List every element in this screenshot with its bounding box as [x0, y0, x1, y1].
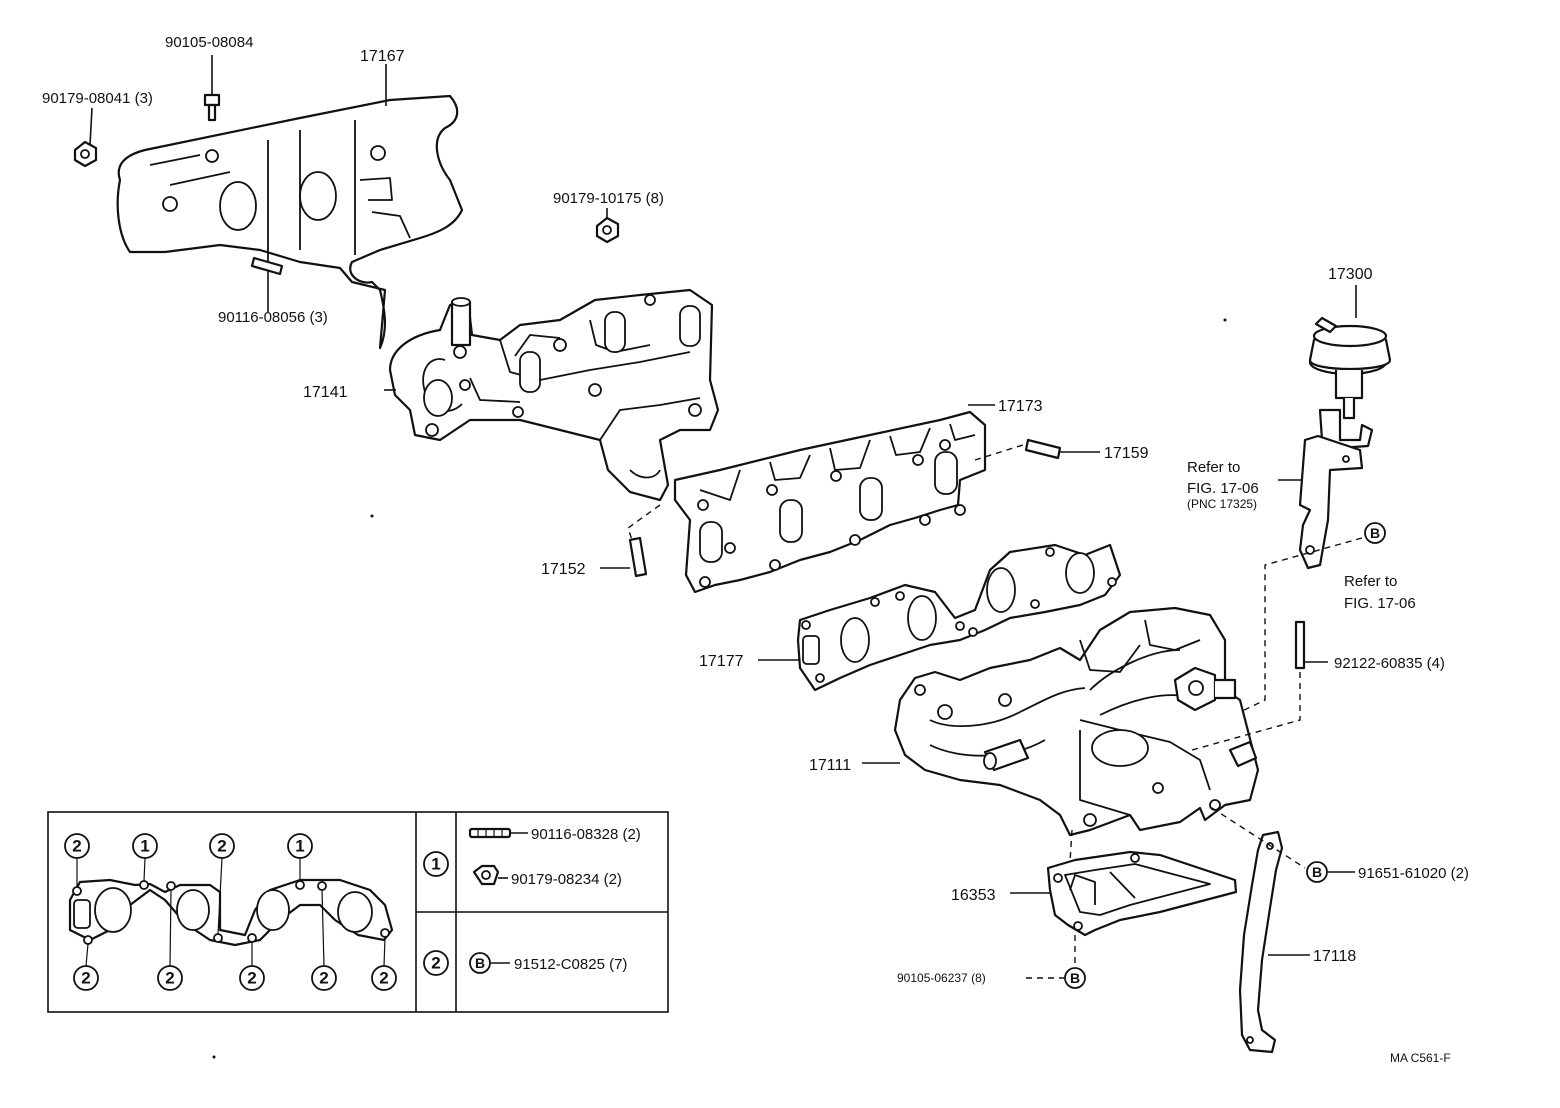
heat-insulator-17167	[116, 94, 464, 350]
stud-17152	[600, 504, 661, 578]
inset-gasket-diagram	[68, 857, 394, 967]
legend-key-1: 1	[423, 851, 449, 877]
bracket-17118	[1238, 830, 1310, 1054]
inset-legend-box	[47, 811, 669, 1013]
refer-a-line1: Refer to	[1187, 459, 1240, 476]
inset-marker-2-a: 2	[64, 833, 90, 859]
stud-90116-08056	[250, 256, 284, 312]
bolt-90105-08084	[203, 55, 221, 122]
label-90179-10175: 90179-10175 (8)	[553, 190, 664, 207]
legend-90179-08234: 90179-08234 (2)	[511, 871, 622, 888]
stray-dot	[370, 514, 374, 518]
label-90105-06237: 90105-06237 (8)	[897, 971, 986, 985]
svg-text:2: 2	[379, 969, 388, 988]
gasket-17177	[796, 543, 1122, 692]
label-17177: 17177	[699, 653, 744, 670]
stray-dot	[1223, 318, 1227, 322]
svg-text:2: 2	[431, 954, 440, 973]
label-17167: 17167	[360, 48, 405, 65]
svg-text:2: 2	[217, 837, 226, 856]
inset-marker-2-c: 2	[73, 965, 99, 991]
svg-text:2: 2	[247, 969, 256, 988]
label-17118: 17118	[1313, 948, 1356, 965]
actuator-17300	[1308, 285, 1392, 450]
label-17300: 17300	[1328, 266, 1373, 283]
nut-90179-10175	[595, 208, 620, 244]
inset-marker-2-e: 2	[239, 965, 265, 991]
intake-manifold-17111	[893, 606, 1260, 837]
inset-marker-2-g: 2	[371, 965, 397, 991]
svg-text:2: 2	[165, 969, 174, 988]
svg-text:B: B	[1312, 864, 1322, 880]
legend-stud-icon	[468, 827, 528, 839]
legend-91512-C0825: 91512-C0825 (7)	[514, 956, 627, 973]
dash-b-refer	[1239, 537, 1363, 713]
label-92122-60835: 92122-60835 (4)	[1334, 655, 1445, 672]
inset-marker-1-b: 1	[287, 833, 313, 859]
gasket-17173	[673, 410, 987, 594]
marker-b-refer: B	[1364, 522, 1386, 544]
label-90179-08041: 90179-08041 (3)	[42, 90, 153, 107]
stray-dot	[212, 1055, 216, 1059]
label-17111: 17111	[809, 757, 851, 774]
label-17173: 17173	[998, 398, 1043, 415]
drawing-code: MA C561-F	[1390, 1051, 1451, 1065]
inset-marker-2-b: 2	[209, 833, 235, 859]
label-17152: 17152	[541, 561, 586, 578]
marker-b-90105: B	[1026, 967, 1086, 989]
dash-91651	[1211, 807, 1306, 869]
svg-text:B: B	[1370, 525, 1380, 541]
label-17159: 17159	[1104, 445, 1149, 462]
svg-text:2: 2	[81, 969, 90, 988]
svg-text:1: 1	[140, 837, 149, 856]
refer-a-line2: FIG. 17-06	[1187, 480, 1259, 497]
label-17141: 17141	[303, 384, 348, 401]
stud-17159	[974, 438, 1100, 461]
svg-text:2: 2	[72, 837, 81, 856]
svg-text:1: 1	[431, 855, 440, 874]
svg-text:2: 2	[319, 969, 328, 988]
legend-90116-08328: 90116-08328 (2)	[531, 826, 641, 843]
legend-nut-icon	[472, 864, 508, 886]
label-90116-08056: 90116-08056 (3)	[218, 309, 328, 326]
label-91651-61020: 91651-61020 (2)	[1358, 865, 1469, 882]
svg-text:B: B	[1070, 970, 1080, 986]
refer-b-line1: Refer to	[1344, 573, 1397, 590]
marker-b-91651: B	[1306, 861, 1355, 883]
nut-90179-08041	[73, 107, 98, 168]
svg-text:1: 1	[295, 837, 304, 856]
label-16353: 16353	[951, 887, 996, 904]
gasket-16353	[1046, 850, 1238, 937]
legend-marker-b: B	[469, 952, 510, 974]
inset-marker-1-a: 1	[132, 833, 158, 859]
refer-a-line3: (PNC 17325)	[1187, 497, 1257, 511]
stud-92122-60835	[1191, 620, 1328, 751]
actuator-bracket	[1298, 434, 1364, 570]
refer-b-line2: FIG. 17-06	[1344, 595, 1416, 612]
legend-key-2: 2	[423, 950, 449, 976]
inset-marker-2-d: 2	[157, 965, 183, 991]
exhaust-manifold-17141	[388, 288, 720, 502]
dash-16353-up	[1069, 829, 1073, 863]
inset-marker-2-f: 2	[311, 965, 337, 991]
svg-text:B: B	[475, 955, 485, 971]
label-90105-08084: 90105-08084	[165, 34, 253, 51]
